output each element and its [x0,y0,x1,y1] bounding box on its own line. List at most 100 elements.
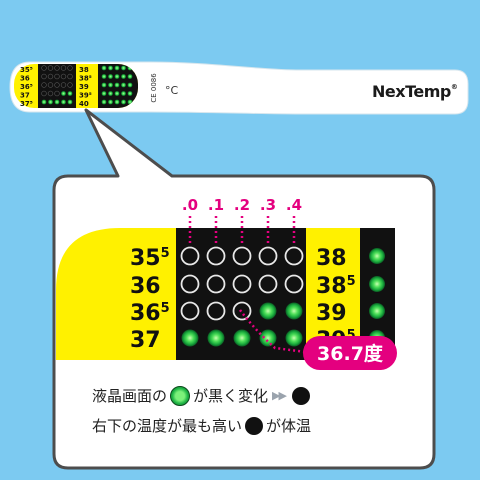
thermometer-dot [108,65,113,71]
brand-logo: NexTemp® [372,82,458,101]
temperature-label-right: 39 [316,301,347,326]
legend-line-2: 右下の温度が最も高い が体温 [92,415,311,436]
thermometer-dot [48,99,53,105]
thermometer-dot [114,99,120,105]
temperature-label-right: 385 [316,274,356,299]
thermometer-dot [54,90,60,97]
thermometer-label-right: 38 [79,66,89,74]
green-dot [181,329,199,347]
thermometer-dot [41,99,47,105]
thermometer-dot [121,74,126,79]
empty-dot [284,274,304,294]
green-dot [369,276,385,292]
thermometer-label-left: 36 [20,75,30,83]
decimal-label: .3 [260,196,276,214]
green-dot [369,303,385,319]
green-dot [259,302,277,320]
thermometer-dot [101,82,107,88]
black-dot-icon [245,416,264,435]
legend-line-1: 液晶画面の が黒く変化 ▶▶ [92,385,313,406]
thermometer-dot [41,65,47,71]
empty-dot [180,274,200,294]
reading-callout: 36.7度 [239,309,397,370]
thermometer-label-right: 39 [79,83,89,91]
thermometer-dot [41,73,47,80]
empty-dot [258,246,278,266]
empty-dot [180,301,200,321]
decimal-label: .1 [208,196,224,214]
legend-text-1a: 液晶画面の [92,387,168,405]
decimal-label: .4 [286,196,302,214]
thermometer-dot [108,82,113,88]
decimal-label: .2 [234,196,250,214]
thermometer-dot [101,74,107,79]
empty-dot [206,301,226,321]
thermometer-dot [101,65,107,71]
thermometer-dot [114,91,120,96]
thermometer-dot [47,82,54,88]
legend-text-2b: が体温 [266,417,312,435]
temperature-label-left: 36 [130,274,161,299]
thermometer-dot [41,90,47,97]
green-dot [369,248,385,264]
thermometer-dot [54,82,60,88]
green-dot-icon [170,385,191,406]
thermometer-dot [54,99,60,105]
thermometer-dot [101,91,107,96]
green-dot [285,302,303,320]
thermometer-label-left: 35⁵ [20,66,33,74]
thermometer-dot [108,99,113,105]
thermometer-dot [121,82,126,88]
thermometer-dot [127,82,133,88]
legend-text-1b: が黒く変化 [193,387,269,405]
thermometer-dot [114,65,120,71]
temperature-label-left: 365 [130,301,170,326]
reading-label: 36.7度 [317,342,384,365]
empty-dot [206,274,226,294]
empty-dot [258,274,278,294]
empty-dot [232,274,252,294]
thermometer-label-left: 37⁵ [20,100,33,108]
thermometer-dot [54,65,60,71]
thermometer-dot [67,91,73,96]
thermometer-dot [101,99,107,105]
thermometer-dot [108,74,113,79]
green-dot [259,329,277,347]
thermometer-dot [114,82,120,88]
green-dot [285,329,303,347]
ce-mark: CE 0086 [150,73,158,103]
double-arrow-icon: ▶▶ [272,389,287,402]
thermometer-dot [114,74,120,79]
thermometer-dot [47,73,54,80]
thermometer-dot [67,65,73,71]
thermometer-dot [67,99,73,105]
thermometer-dot [61,91,66,96]
thermometer-dot [60,73,67,80]
thermometer-dot [54,73,60,80]
thermometer-dot [47,65,54,71]
empty-dot [180,246,200,266]
thermometer-dot [121,65,126,71]
empty-dot [232,301,252,321]
temperature-label-right: 38 [316,246,347,271]
thermometer-dot [67,73,73,80]
green-dot [207,329,225,347]
thermometer-dot [127,91,133,96]
thermometer-dot [121,91,126,96]
thermometer-label-right: 38⁵ [79,75,92,83]
empty-dot [284,246,304,266]
thermometer-dot [41,82,47,88]
empty-dot [232,246,252,266]
thermometer-dot [61,99,66,105]
thermometer-label-right: 39⁵ [79,92,92,100]
unit-label: °C [165,84,179,97]
green-dot [233,329,251,347]
legend-text-2a: 右下の温度が最も高い [92,417,243,435]
black-dot-icon [291,386,310,405]
empty-dot [206,246,226,266]
thermometer-label-left: 37 [20,92,30,100]
decimal-label: .0 [182,196,198,214]
temperature-label-left: 37 [130,328,161,353]
